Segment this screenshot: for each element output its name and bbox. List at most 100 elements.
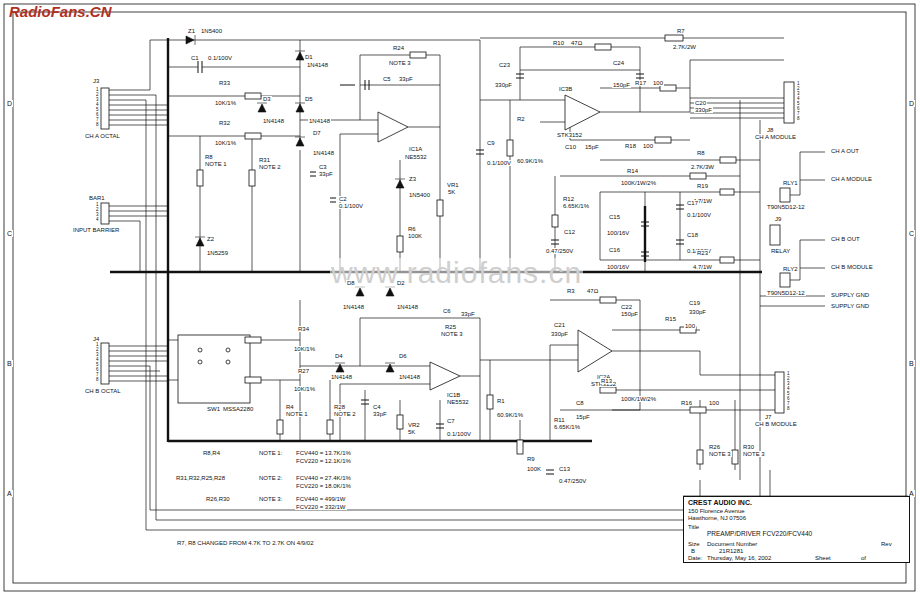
component-label: 100 xyxy=(708,400,720,406)
schematic-stroke xyxy=(360,55,440,127)
component-label: NOTE 3 xyxy=(388,60,412,66)
component-label: NOTE 2 xyxy=(258,164,282,170)
component-label: NE5532 xyxy=(446,399,470,405)
pin-number: 7 xyxy=(796,112,801,117)
schematic-stroke xyxy=(396,180,404,188)
title-block-text: Size xyxy=(687,541,701,547)
component-label: Z3 xyxy=(408,176,417,182)
schematic-stroke xyxy=(327,420,333,434)
schematic-stroke xyxy=(395,179,405,180)
schematic-stroke xyxy=(386,364,394,372)
schematic-stroke xyxy=(245,133,261,139)
schematic-stroke xyxy=(277,420,283,434)
schematic-stroke xyxy=(198,360,202,364)
schematic-stroke xyxy=(720,157,736,163)
title-block-text: Thursday, May 16, 2002 xyxy=(706,555,772,561)
component-label: D7 xyxy=(312,130,322,136)
schematic-stroke xyxy=(168,40,480,100)
component-label: 330pF xyxy=(494,82,513,88)
title-block-text: of xyxy=(860,555,867,561)
component-label: CH B MODULE xyxy=(754,421,798,427)
schematic-stroke xyxy=(507,140,513,156)
sheet-frame xyxy=(4,4,915,591)
schematic-stroke xyxy=(195,35,196,45)
title-block-text: CREST AUDIO INC. xyxy=(687,499,753,506)
component-label: D1 xyxy=(304,54,314,60)
component-label: 1N4148 xyxy=(398,374,421,380)
component-label: 10K/1% xyxy=(214,100,237,106)
component-label: RLY1 xyxy=(782,180,799,186)
component-label: CH A MODULE xyxy=(754,134,797,140)
resistor-symbols xyxy=(197,35,738,464)
component-label: 10K/1% xyxy=(214,140,237,146)
component-label: C17 xyxy=(686,200,699,206)
component-label: D8 xyxy=(346,280,356,286)
schematic-stroke xyxy=(258,104,266,112)
component-label: 100K xyxy=(526,466,542,472)
component-label: SW1 xyxy=(206,406,221,412)
schematic-stroke xyxy=(476,150,484,154)
component-label: 1N5259 xyxy=(206,250,229,256)
component-label: NE5532 xyxy=(404,154,428,160)
component-label: 60.9K/1% xyxy=(496,412,524,418)
component-label: R24 xyxy=(392,45,405,51)
component-label: VR1 xyxy=(446,182,460,188)
component-label: C1 xyxy=(190,55,200,61)
pin-number: 2 xyxy=(796,87,801,92)
component-label: C5 xyxy=(382,76,392,82)
component-label: C8 xyxy=(575,400,585,406)
pin-number: 8 xyxy=(786,407,791,412)
pin-number: 5 xyxy=(95,108,100,113)
pin-number: 1 xyxy=(796,82,801,87)
pin-number: 8 xyxy=(796,117,801,122)
pin-number: 3 xyxy=(796,92,801,97)
component-label: C16 xyxy=(608,247,621,253)
opamp-symbols xyxy=(378,95,612,390)
pin-number: 7 xyxy=(95,118,100,123)
schematic-stroke xyxy=(595,44,611,50)
component-label: SUPPLY GND xyxy=(830,292,870,298)
schematic-stroke xyxy=(720,189,734,195)
component-label: CH B OUT xyxy=(830,236,861,242)
schematic-stroke xyxy=(300,120,378,272)
schematic-stroke xyxy=(109,105,168,125)
schematic-stroke xyxy=(386,288,394,296)
component-label: C12 xyxy=(563,229,576,235)
schematic-stroke xyxy=(310,172,316,176)
title-block-text: 150 Florence Avenue xyxy=(687,508,746,514)
pin-number: 2 xyxy=(95,208,100,213)
schematic-stroke xyxy=(487,395,493,409)
component-label: R9 xyxy=(526,456,536,462)
schematic-stroke xyxy=(784,82,794,123)
component-label: 33pF xyxy=(460,311,476,317)
schematic-stroke xyxy=(732,450,738,464)
component-label: STK3152 xyxy=(556,132,583,138)
pin-number: 3 xyxy=(95,98,100,103)
schematic-stroke xyxy=(480,100,565,272)
schematic-stroke xyxy=(167,38,169,442)
component-label: R34 xyxy=(297,326,310,332)
component-label: 60.9K/1% xyxy=(516,158,544,164)
component-label: J8 xyxy=(766,127,774,133)
pin-number: 6 xyxy=(796,107,801,112)
schematic-stroke xyxy=(295,51,305,52)
schematic-stroke xyxy=(385,363,395,364)
component-label: C2 xyxy=(338,196,348,202)
note-text: FCV440 = 13.7K/1% xyxy=(295,450,352,456)
schematic-stroke xyxy=(296,138,304,146)
note-text: R8,R4 xyxy=(202,450,221,456)
component-label: NOTE 1 xyxy=(285,411,309,417)
component-label: 47Ω xyxy=(570,40,583,46)
component-label: Z2 xyxy=(206,236,215,242)
note-text: FCV440 = 27.4K/1% xyxy=(295,475,352,481)
schematic-stroke xyxy=(257,103,267,104)
schematic-stroke xyxy=(109,95,770,520)
pin-number: 4 xyxy=(95,103,100,108)
component-label: 1N4148 xyxy=(262,118,285,124)
title-block-text: Rev xyxy=(880,541,893,547)
component-label: NOTE 1 xyxy=(204,161,228,167)
component-label: 0.1/100V xyxy=(486,160,512,166)
component-label: BAR1 xyxy=(88,195,106,201)
schematic-stroke xyxy=(226,360,230,364)
component-label: 100/16V xyxy=(606,264,630,270)
